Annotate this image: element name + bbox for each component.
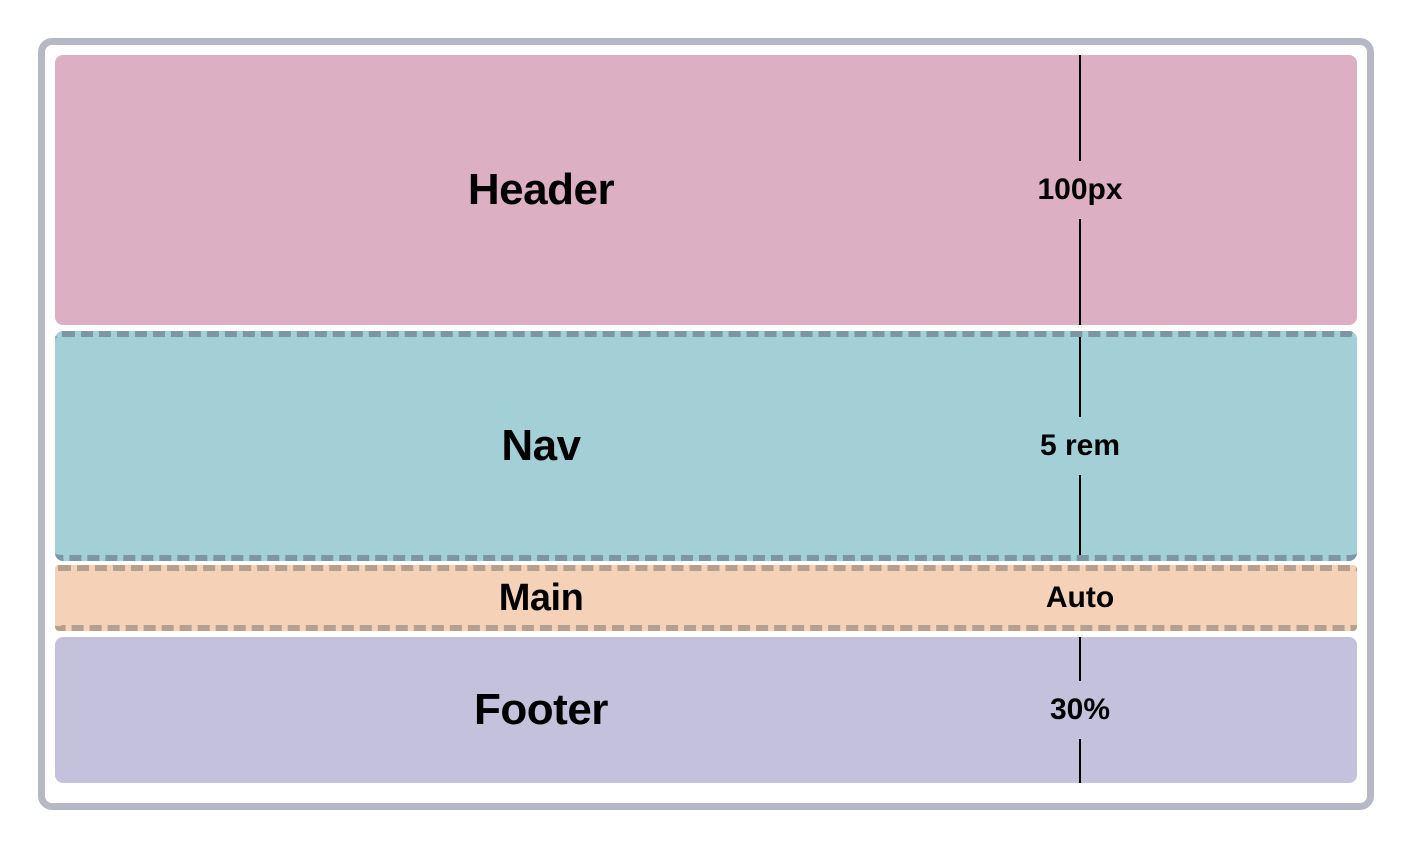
dimension-value-header: 100px <box>1037 173 1123 206</box>
dimension-line-top-header <box>1079 55 1081 161</box>
dimension-main: Auto <box>1020 571 1140 625</box>
dimension-line-bottom-header <box>1079 219 1081 325</box>
layout-row-nav: Nav 5 rem <box>55 331 1357 561</box>
dimension-value-nav: 5 rem <box>1039 429 1121 462</box>
dimension-line-top-footer <box>1079 637 1081 681</box>
dimension-header: 100px <box>1020 55 1140 325</box>
layout-row-header: Header 100px <box>55 55 1357 325</box>
layout-row-main: Main Auto <box>55 565 1357 631</box>
dimension-line-bottom-nav <box>1079 475 1081 555</box>
dimension-value-footer: 30% <box>1049 693 1111 726</box>
dimension-footer: 30% <box>1020 637 1140 783</box>
row-label-header: Header <box>467 165 615 214</box>
layout-row-footer: Footer 30% <box>55 637 1357 783</box>
dimension-value-main: Auto <box>1045 581 1115 614</box>
row-label-nav: Nav <box>501 421 581 470</box>
layout-diagram-container: Header 100px Nav 5 rem Main Auto <box>38 38 1374 810</box>
row-label-footer: Footer <box>474 685 608 734</box>
row-label-main: Main <box>498 577 584 619</box>
dimension-nav: 5 rem <box>1020 337 1140 555</box>
dimension-line-top-nav <box>1079 337 1081 417</box>
layout-rows: Header 100px Nav 5 rem Main Auto <box>55 55 1357 793</box>
dimension-line-bottom-footer <box>1079 739 1081 783</box>
